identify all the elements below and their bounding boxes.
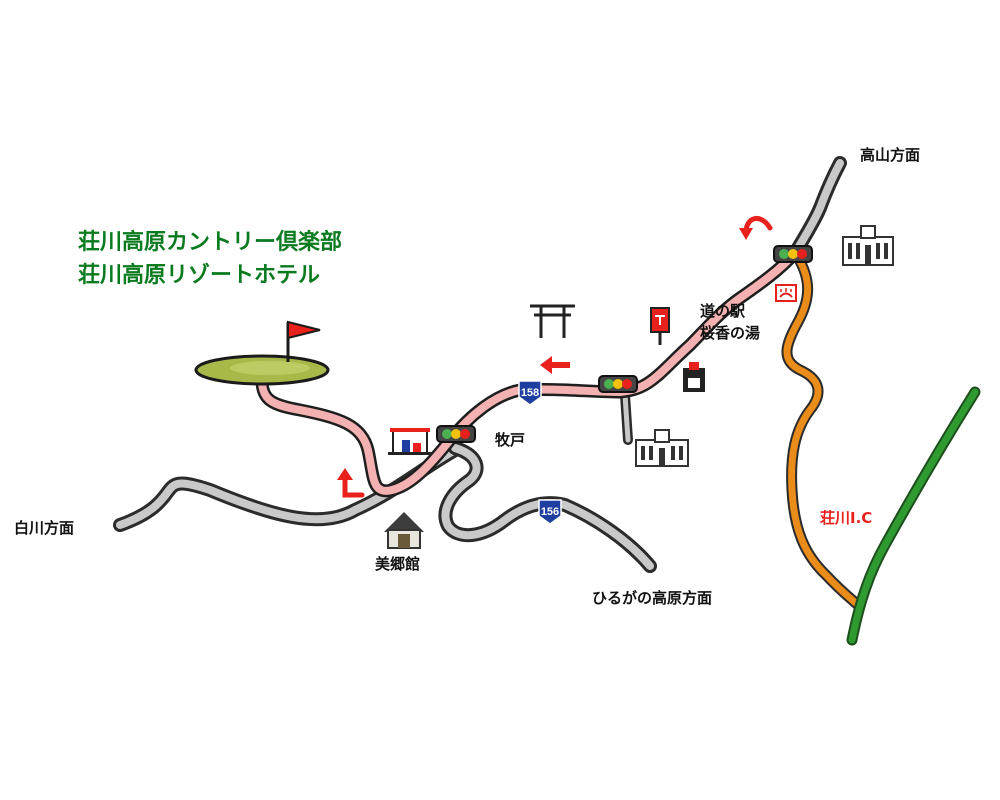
expressway <box>781 250 981 646</box>
label-bigokan: 美郷館 <box>375 555 421 573</box>
traffic-light-icon <box>773 245 813 263</box>
label-makido: 牧戸 <box>495 431 526 449</box>
label-hirugano: ひるがの高原方面 <box>592 589 713 607</box>
gas-station-icon <box>388 428 432 455</box>
title-line1: 荘川高原カントリー倶楽部 <box>78 229 343 255</box>
arrow-icon <box>739 216 773 240</box>
route-shield-icon: 158 <box>518 380 542 406</box>
route-shield-icon: 156 <box>538 499 562 525</box>
label-shirakawa: 白川方面 <box>14 519 75 537</box>
traffic-light-icon <box>598 375 638 393</box>
arrow-icon <box>337 468 353 480</box>
post-office-icon <box>650 307 670 345</box>
police-box-icon <box>683 362 705 392</box>
label-sakuranoyu: 桜香の湯 <box>700 324 761 342</box>
onsen-icon <box>775 284 797 302</box>
route-156-label: 156 <box>541 506 559 518</box>
map-title: 荘川高原カントリー倶楽部 荘川高原リゾートホテル <box>78 226 342 292</box>
arrow-icon <box>342 477 365 498</box>
route-to-club <box>255 246 802 498</box>
title-line2: 荘川高原リゾートホテル <box>78 262 321 288</box>
route-158-label: 158 <box>521 387 539 399</box>
arrow-icon <box>540 356 570 374</box>
label-takayama: 高山方面 <box>860 146 921 164</box>
school-icon <box>635 429 689 467</box>
building-icon <box>842 225 894 266</box>
golf-flag-icon <box>194 320 330 386</box>
label-michinoeki: 道の駅 <box>700 302 746 320</box>
label-ic: 荘川I.C <box>820 509 873 527</box>
torii-icon <box>530 304 575 338</box>
traffic-light-icon <box>436 425 476 443</box>
inn-icon <box>384 512 424 549</box>
